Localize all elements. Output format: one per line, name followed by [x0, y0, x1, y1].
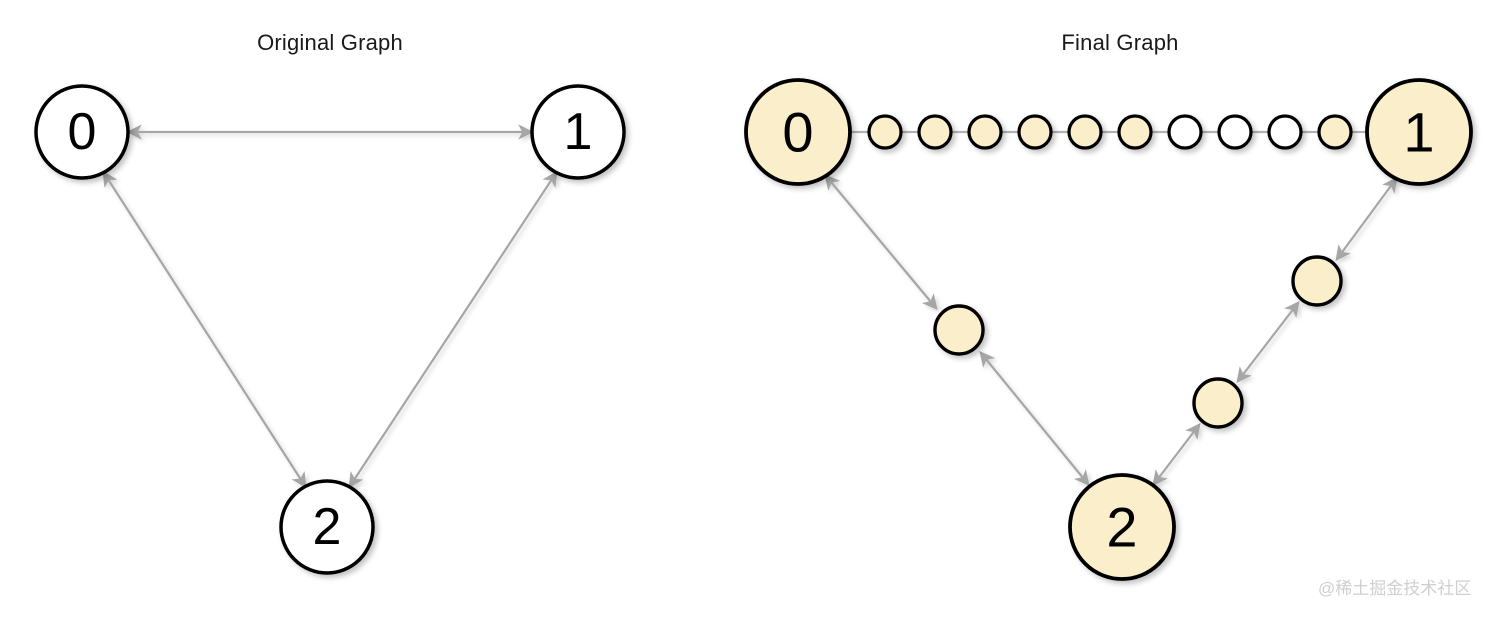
graph-final: 0 1 2	[744, 78, 1473, 581]
node-circle[interactable]	[34, 84, 130, 180]
chain-node[interactable]	[917, 114, 953, 150]
node-label: 1	[564, 103, 593, 161]
edge-0-m02	[824, 174, 938, 310]
watermark: @稀土掘金技术社区	[1318, 579, 1472, 598]
chain-node[interactable]	[1167, 114, 1203, 150]
node-final-2[interactable]: 2	[1068, 473, 1176, 581]
node-label: 1	[1403, 101, 1434, 164]
node-circle[interactable]	[279, 479, 375, 575]
chain-node[interactable]	[1117, 114, 1153, 150]
node-label: 2	[313, 498, 342, 556]
node-original-1[interactable]: 1	[530, 84, 626, 180]
chain-node[interactable]	[867, 114, 903, 150]
original-nodes: 0 1 2	[34, 84, 626, 575]
edge-1-2	[348, 170, 558, 489]
edge-m12b-2	[1152, 422, 1201, 487]
page-title-final-graph: Final Graph	[1061, 30, 1179, 55]
chain-node[interactable]	[1317, 114, 1353, 150]
edge-0-2	[102, 170, 307, 489]
original-edges	[102, 124, 558, 489]
page-title-original-graph: Original Graph	[257, 30, 403, 55]
final-mid-nodes	[933, 255, 1343, 429]
node-label: 2	[1106, 496, 1137, 559]
node-circle[interactable]	[744, 78, 852, 186]
node-label: 0	[782, 101, 813, 164]
edge-m12a-m12b	[1236, 300, 1300, 384]
mid-node-1-2-upper[interactable]	[1291, 255, 1343, 307]
final-chain-nodes	[867, 114, 1353, 150]
mid-node-0-2[interactable]	[933, 304, 985, 356]
final-nodes: 0 1 2	[744, 78, 1473, 581]
node-circle[interactable]	[1365, 78, 1473, 186]
chain-node[interactable]	[1017, 114, 1053, 150]
edge-m02-2	[979, 351, 1090, 486]
node-final-0[interactable]: 0	[744, 78, 852, 186]
final-edges	[824, 174, 1398, 487]
edge-1-m12a	[1335, 176, 1398, 262]
chain-node[interactable]	[967, 114, 1003, 150]
node-original-0[interactable]: 0	[34, 84, 130, 180]
node-circle[interactable]	[1068, 473, 1176, 581]
node-final-1[interactable]: 1	[1365, 78, 1473, 186]
chain-node[interactable]	[1267, 114, 1303, 150]
node-circle[interactable]	[530, 84, 626, 180]
mid-node-1-2-lower[interactable]	[1192, 377, 1244, 429]
graph-original: 0 1 2	[34, 84, 626, 575]
chain-node[interactable]	[1217, 114, 1253, 150]
chain-node[interactable]	[1067, 114, 1103, 150]
node-label: 0	[68, 103, 97, 161]
node-original-2[interactable]: 2	[279, 479, 375, 575]
